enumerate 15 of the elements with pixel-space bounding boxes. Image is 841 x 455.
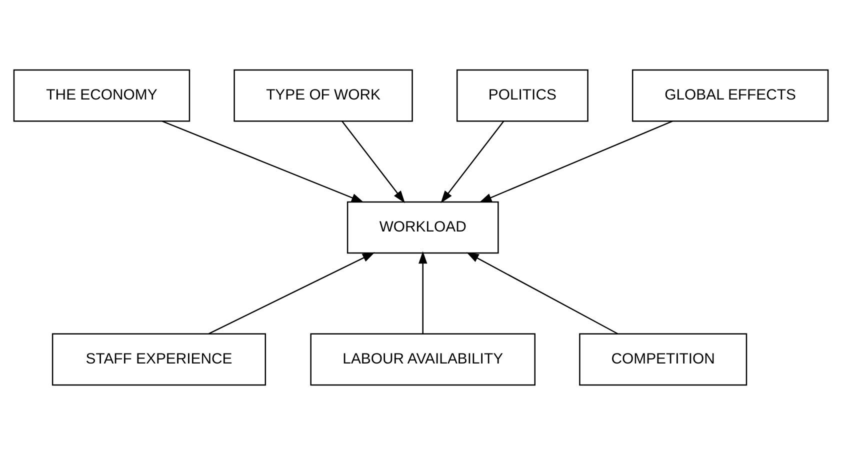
arrow xyxy=(440,120,504,204)
node-box: POLITICS xyxy=(456,69,588,122)
node-box: STAFF EXPERIENCE xyxy=(51,333,266,386)
arrow xyxy=(208,252,374,334)
node-box: WORKLOAD xyxy=(346,201,498,254)
arrow xyxy=(478,120,672,203)
arrow xyxy=(466,252,618,334)
node-box: GLOBAL EFFECTS xyxy=(631,69,828,122)
node-box: COMPETITION xyxy=(578,333,747,386)
node-box: THE ECONOMY xyxy=(12,69,190,122)
arrow xyxy=(161,120,364,202)
arrow xyxy=(418,251,427,334)
node-box: LABOUR AVAILABILITY xyxy=(310,333,536,386)
node-box: TYPE OF WORK xyxy=(233,69,412,122)
arrow xyxy=(341,120,405,204)
